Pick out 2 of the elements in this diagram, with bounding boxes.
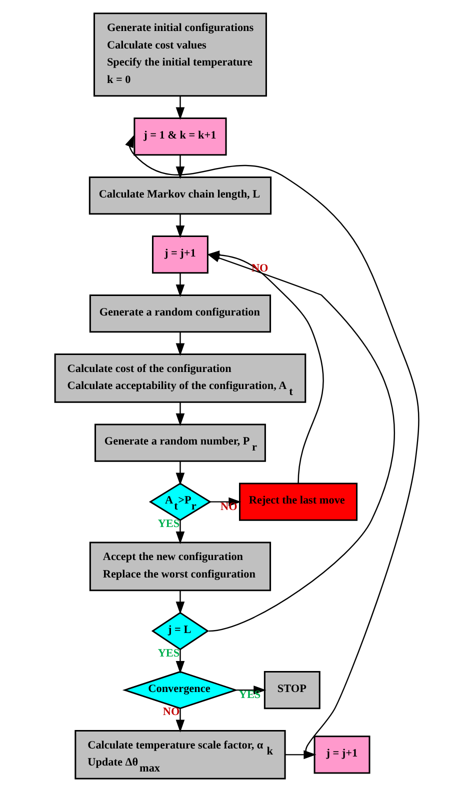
edge-label: NO bbox=[220, 500, 238, 512]
edge-label: YES bbox=[238, 688, 261, 701]
